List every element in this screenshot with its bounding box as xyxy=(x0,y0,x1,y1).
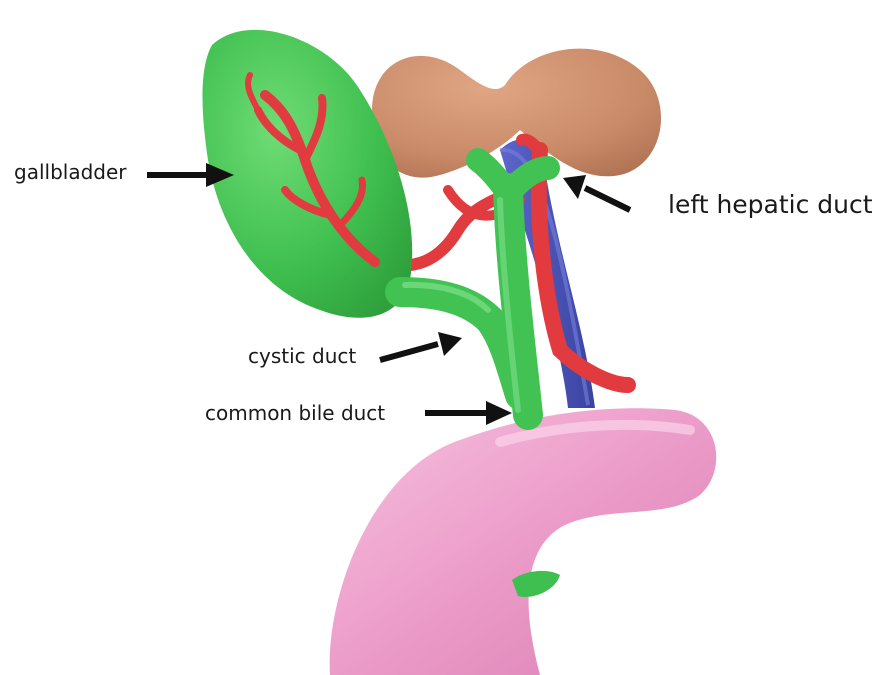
label-gallbladder: gallbladder xyxy=(14,162,127,182)
arrow-common-bile-duct xyxy=(425,401,512,425)
label-common-bile-duct: common bile duct xyxy=(205,403,385,423)
arrow-cystic-duct xyxy=(380,332,462,360)
gallbladder xyxy=(203,30,413,318)
label-cystic-duct: cystic duct xyxy=(248,346,356,366)
arrow-left-hepatic-duct xyxy=(563,175,630,210)
label-left-hepatic-duct: left hepatic duct xyxy=(668,192,873,217)
duodenum xyxy=(330,408,717,675)
